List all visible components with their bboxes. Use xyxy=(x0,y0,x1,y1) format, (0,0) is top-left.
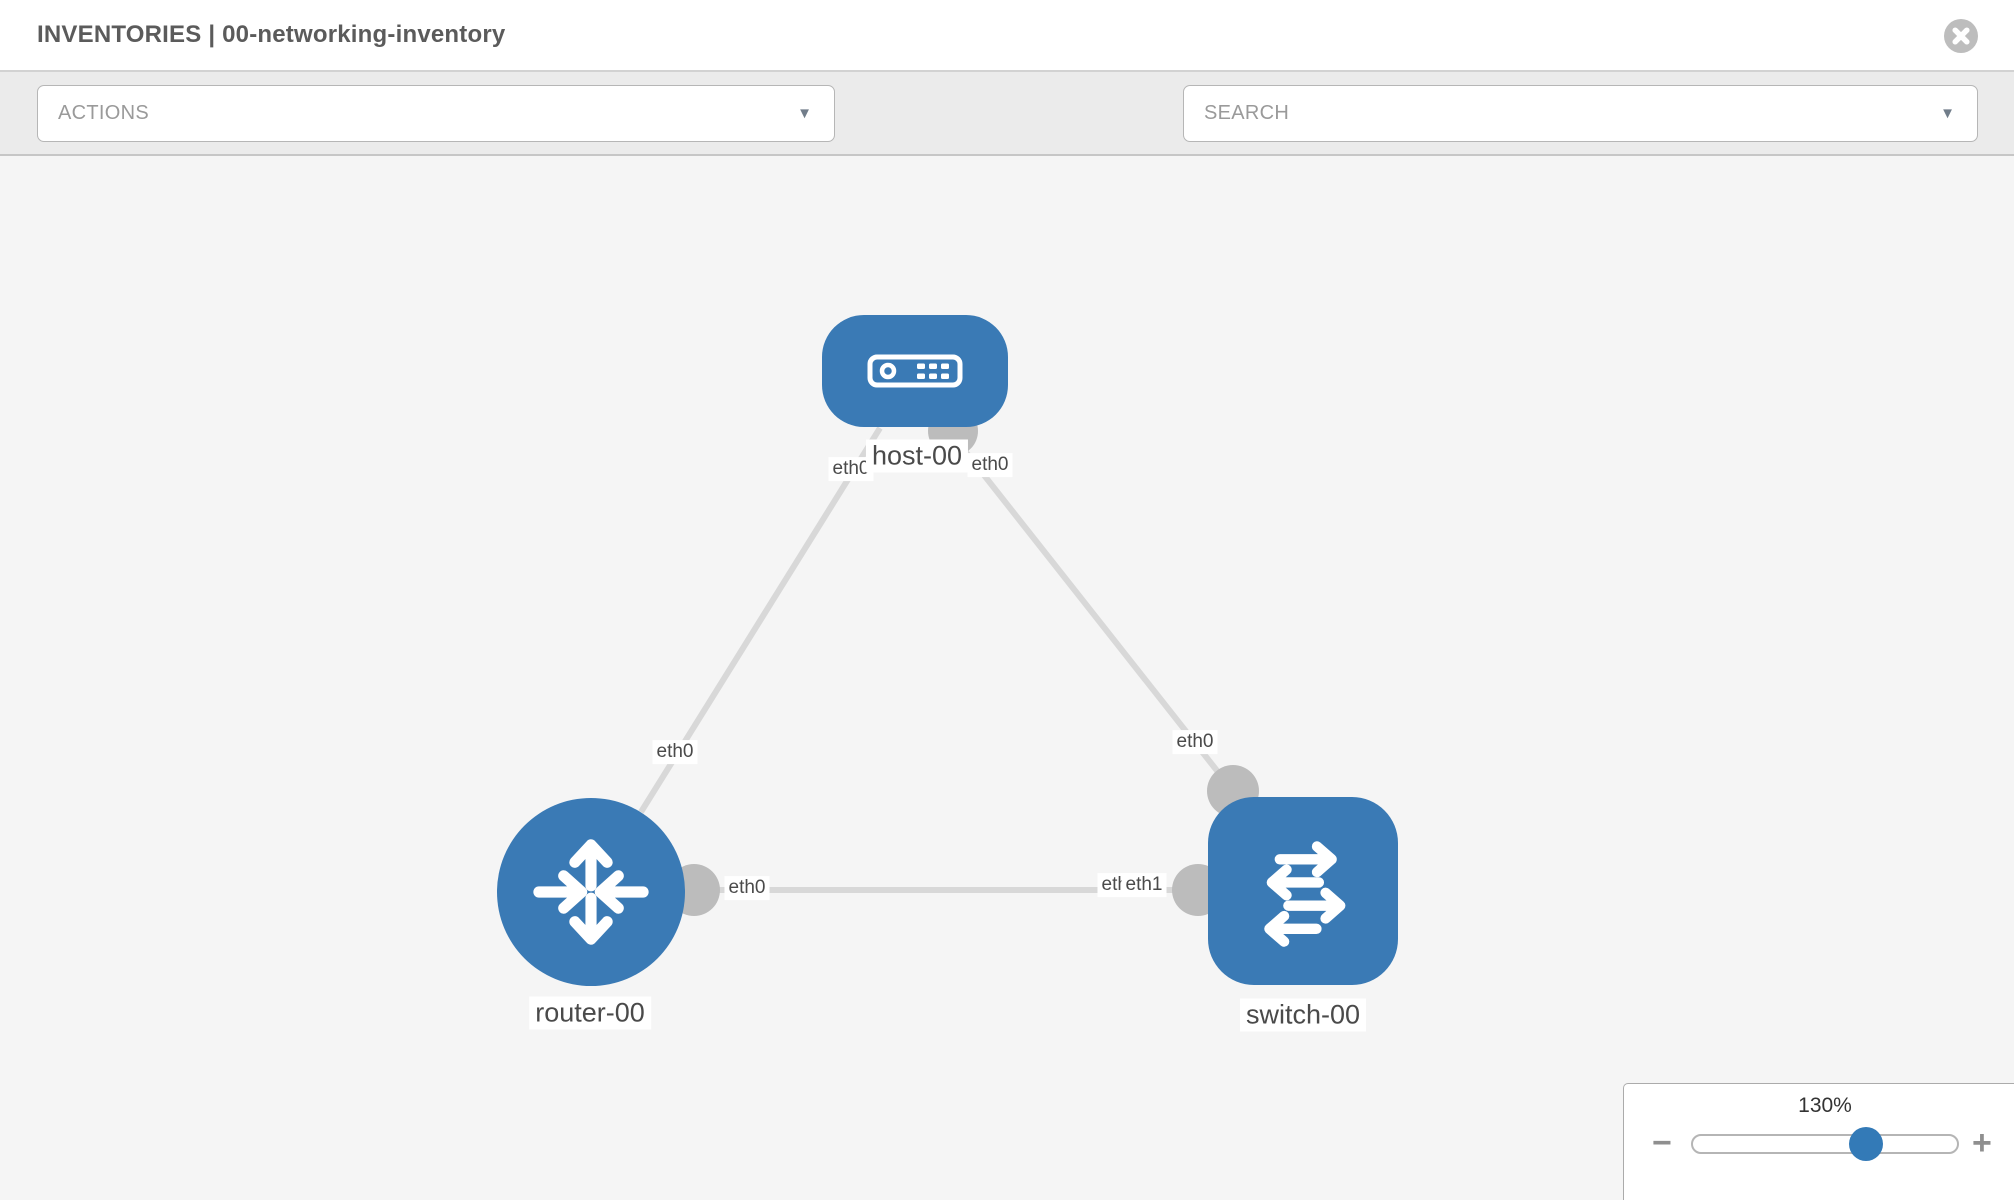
crossing-arrows-switch-icon xyxy=(1264,841,1346,947)
zoom-in-icon[interactable]: + xyxy=(1972,1124,1992,1162)
search-dropdown[interactable]: SEARCH ▼ xyxy=(1183,85,1978,142)
interface-label: eth0 xyxy=(1172,730,1218,754)
node-label-switch: switch-00 xyxy=(1239,998,1367,1032)
interface-label: eth1 xyxy=(1121,873,1167,897)
close-button[interactable] xyxy=(1943,18,1979,54)
zoom-slider-track[interactable] xyxy=(1691,1127,1959,1161)
node-label-router: router-00 xyxy=(529,996,651,1030)
zoom-out-icon[interactable]: − xyxy=(1652,1124,1672,1162)
zoom-control-panel: 130% − + xyxy=(1623,1083,2014,1200)
page-title: INVENTORIES | 00-networking-inventory xyxy=(37,21,506,48)
zoom-level-value: 130% xyxy=(1798,1094,1852,1117)
node-router-00[interactable] xyxy=(497,798,685,986)
zoom-slider-handle[interactable] xyxy=(1849,1127,1883,1161)
interface-label: eth0 xyxy=(652,740,698,764)
toolbar: ACTIONS ▼ SEARCH ▼ xyxy=(0,72,2014,203)
topology-canvas[interactable]: eth0 eth0 eth0 eth0 eth0 eth0 eth1 host-… xyxy=(0,156,2014,1200)
close-icon xyxy=(1944,19,1978,53)
window-header: INVENTORIES | 00-networking-inventory xyxy=(0,0,2014,72)
actions-dropdown[interactable]: ACTIONS ▼ xyxy=(37,85,835,142)
interface-label: eth0 xyxy=(967,453,1013,477)
node-host-00[interactable] xyxy=(822,315,1008,427)
search-dropdown-label: SEARCH xyxy=(1204,102,1290,124)
interface-label: eth0 xyxy=(724,876,770,900)
actions-dropdown-label: ACTIONS xyxy=(58,102,149,124)
node-label-host: host-00 xyxy=(865,439,969,473)
interface-label: eth0 xyxy=(828,457,874,481)
four-arrows-router-icon xyxy=(533,839,649,945)
node-switch-00[interactable] xyxy=(1208,797,1398,985)
chevron-down-icon: ▼ xyxy=(1940,105,1955,122)
server-appliance-icon xyxy=(867,354,963,388)
chevron-down-icon: ▼ xyxy=(797,105,812,122)
